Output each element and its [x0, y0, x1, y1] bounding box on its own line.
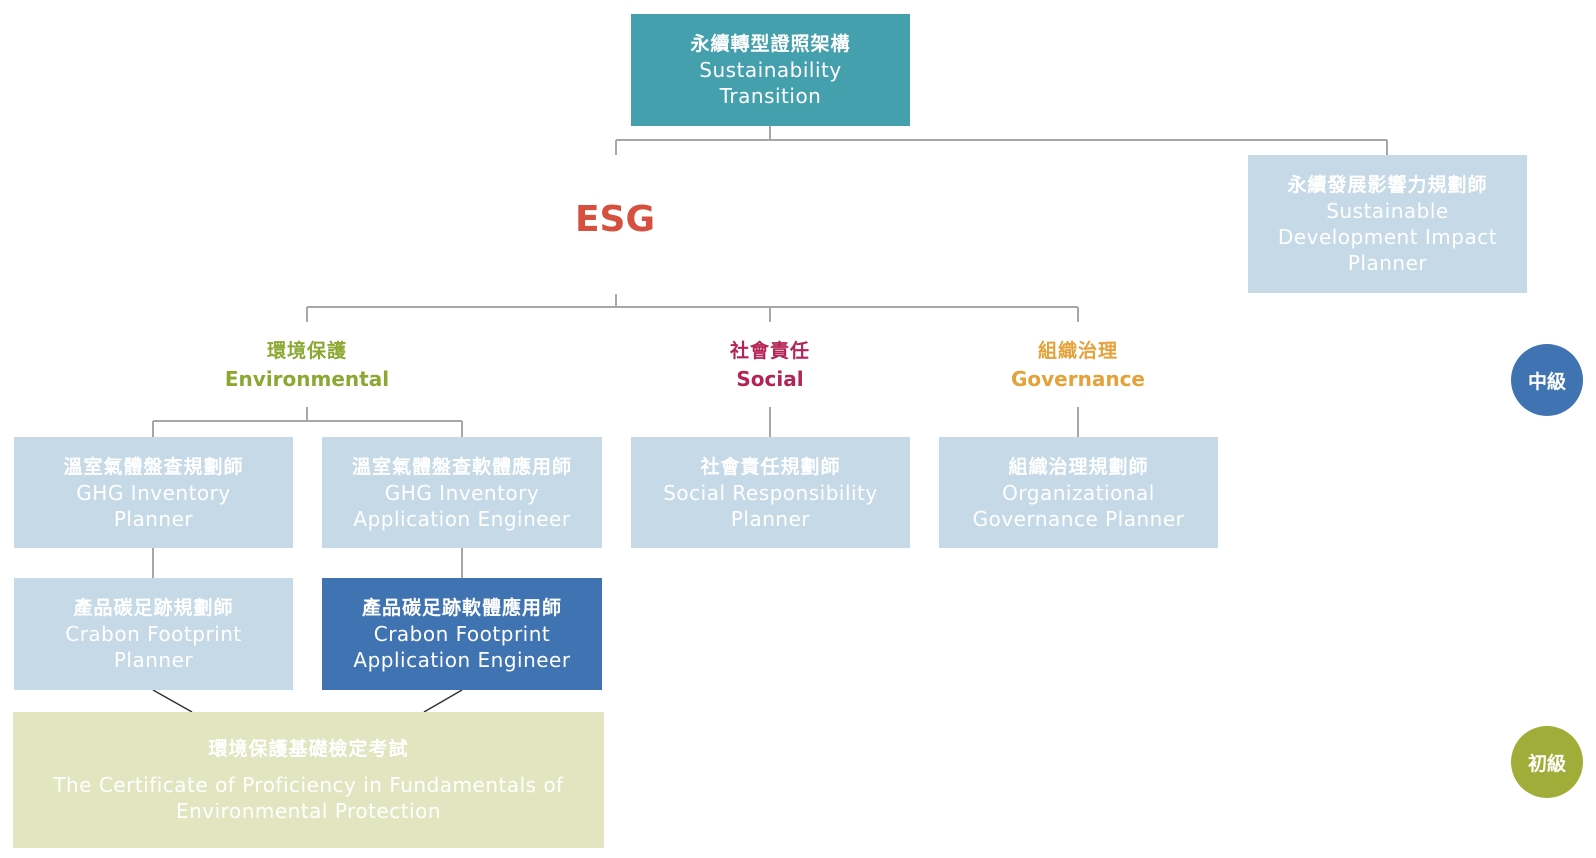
node-title-en: Environmental Protection: [175, 799, 442, 823]
node-title-zh: 環境保護基礎檢定考試: [208, 738, 409, 760]
level-badge-basic: 初級: [1511, 726, 1583, 798]
category-governance: 組織治理 Governance: [978, 337, 1178, 393]
node-title-en: Planner: [113, 648, 194, 672]
node-title-zh: 永續轉型證照架構: [690, 33, 851, 55]
category-title-en: Environmental: [224, 367, 390, 391]
category-social: 社會責任 Social: [670, 337, 870, 393]
node-title-en: Crabon Footprint: [373, 622, 551, 646]
node-title-en: Crabon Footprint: [65, 622, 242, 646]
node-sustainability-transition: 永續轉型證照架構 Sustainability Transition: [631, 14, 910, 126]
node-title-zh: 溫室氣體盤查規劃師: [63, 455, 244, 478]
esg-label: ESG: [574, 199, 656, 240]
node-title-en: GHG Inventory: [76, 480, 231, 505]
node-title-zh: 溫室氣體盤查軟體應用師: [351, 455, 572, 478]
node-title-en: Organizational: [1002, 480, 1155, 505]
node-title-zh: 組織治理規劃師: [1008, 455, 1149, 478]
node-title-en: Application Engineer: [353, 648, 571, 672]
node-title-zh: 社會責任規劃師: [700, 455, 841, 478]
node-title-en: Planner: [1347, 251, 1428, 275]
node-sustainable-development-impact-planner: 永續發展影響力規劃師 Sustainable Development Impac…: [1248, 155, 1527, 293]
node-title-en: GHG Inventory: [384, 480, 540, 505]
node-title-zh: 永續發展影響力規劃師: [1287, 174, 1488, 196]
category-environmental: 環境保護 Environmental: [207, 337, 407, 393]
node-carbon-footprint-application-engineer: 產品碳足跡軟體應用師 Crabon Footprint Application …: [322, 578, 602, 690]
node-title-en: The Certificate of Proficiency in Fundam…: [53, 773, 564, 797]
node-title-en: Planner: [730, 506, 811, 531]
category-title-en: Governance: [1010, 367, 1145, 391]
node-title-en: Transition: [719, 84, 822, 108]
category-title-zh: 組織治理: [1037, 340, 1118, 362]
connector-carbon-basic-right: [423, 689, 463, 713]
node-title-zh: 產品碳足跡軟體應用師: [361, 597, 562, 619]
node-title-en: Social Responsibility: [663, 480, 878, 505]
node-title-en: Planner: [113, 506, 194, 531]
node-title-zh: 產品碳足跡規劃師: [73, 597, 234, 619]
node-title-en: Development Impact: [1277, 225, 1498, 249]
node-social-responsibility-planner: 社會責任規劃師 Social Responsibility Planner: [631, 437, 910, 548]
category-title-zh: 環境保護: [266, 340, 347, 362]
node-title-en: Application Engineer: [353, 506, 571, 531]
node-title-en: Governance Planner: [972, 506, 1185, 531]
node-ghg-inventory-application-engineer: 溫室氣體盤查軟體應用師 GHG Inventory Application En…: [322, 437, 602, 548]
node-ghg-inventory-planner: 溫室氣體盤查規劃師 GHG Inventory Planner: [14, 437, 293, 548]
node-title-en: Sustainable: [1326, 199, 1449, 223]
node-organizational-governance-planner: 組織治理規劃師 Organizational Governance Planne…: [939, 437, 1218, 548]
node-carbon-footprint-planner: 產品碳足跡規劃師 Crabon Footprint Planner: [14, 578, 293, 690]
category-title-zh: 社會責任: [729, 340, 810, 362]
level-badge-intermediate: 中級: [1511, 344, 1583, 416]
node-title-en: Sustainability: [699, 58, 842, 82]
connector-carbon-basic-left: [152, 689, 193, 713]
node-basic-environmental-certificate: 環境保護基礎檢定考試 The Certificate of Proficienc…: [13, 712, 604, 848]
category-title-en: Social: [736, 367, 804, 391]
